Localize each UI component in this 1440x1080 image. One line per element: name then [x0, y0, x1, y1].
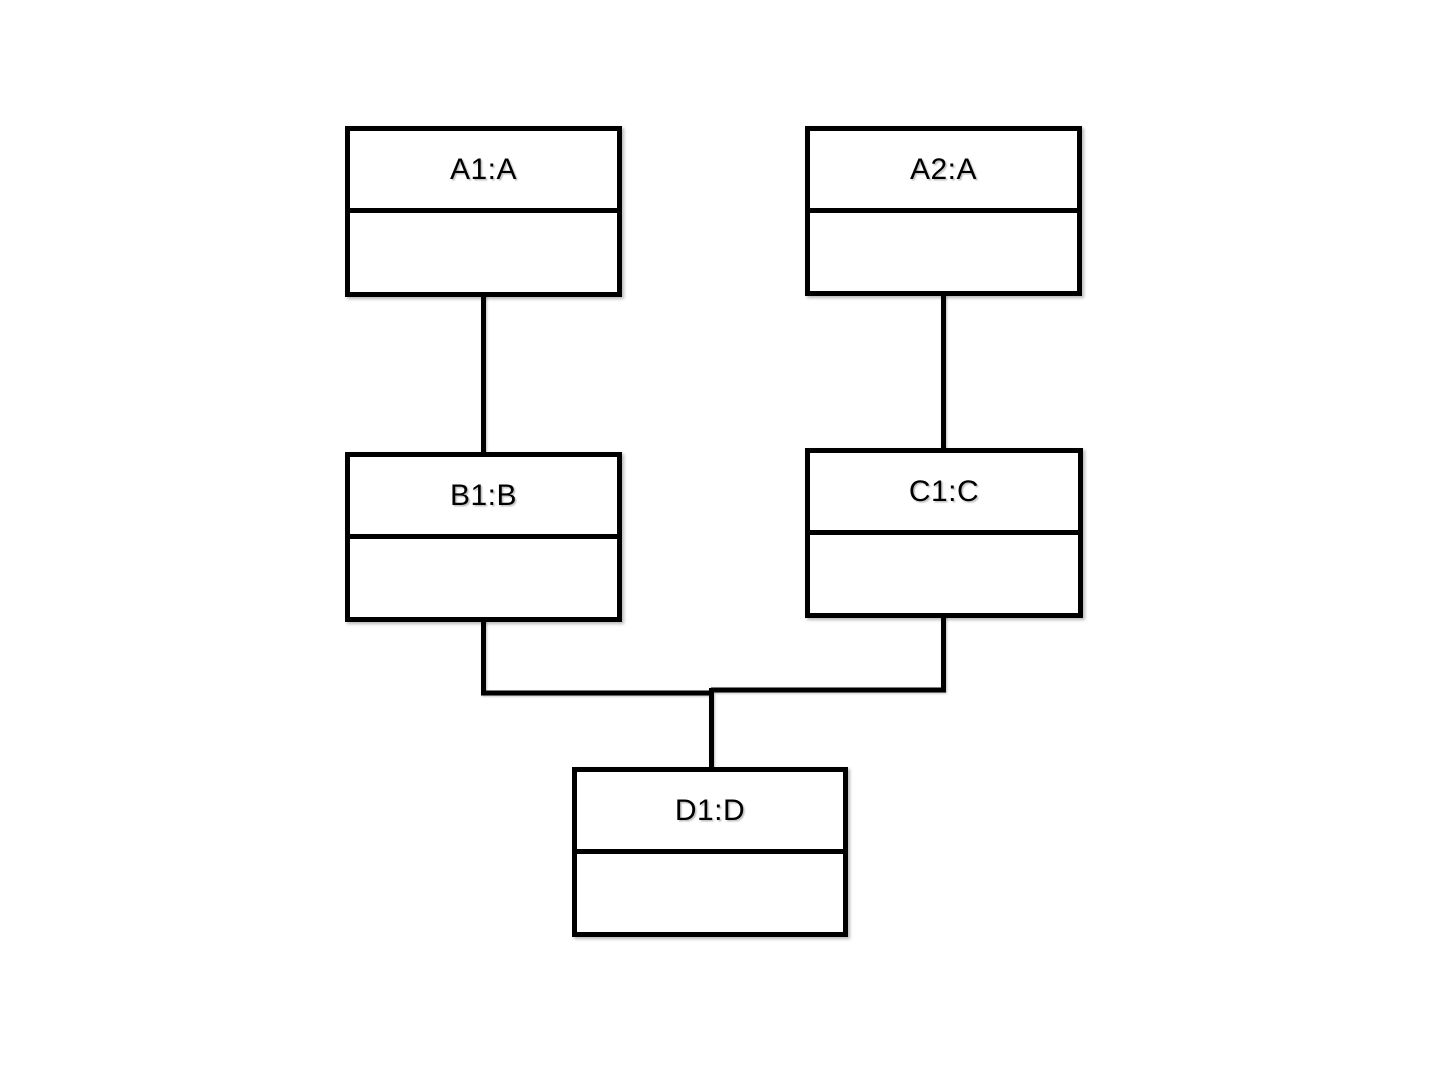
object-node-a2-attributes-compartment [810, 213, 1077, 291]
object-node-b1-attributes-compartment [350, 539, 617, 617]
edge-c1-d1 [711, 616, 946, 693]
object-node-d1-title: D1:D [577, 772, 843, 854]
object-node-a2-title: A2:A [810, 131, 1077, 213]
object-node-b1: B1:B [345, 452, 622, 622]
object-node-a1-title: A1:A [350, 131, 617, 213]
object-node-a1-attributes-compartment [350, 213, 617, 292]
edge-b1-d1 [481, 620, 713, 696]
object-node-d1: D1:D [572, 767, 848, 937]
object-node-b1-title: B1:B [350, 457, 617, 539]
object-node-c1-title: C1:C [810, 453, 1078, 535]
object-node-c1-attributes-compartment [810, 535, 1078, 613]
object-node-c1: C1:C [805, 448, 1083, 618]
object-node-d1-attributes-compartment [577, 854, 843, 932]
object-node-a1: A1:A [345, 126, 622, 297]
object-node-a2: A2:A [805, 126, 1082, 296]
